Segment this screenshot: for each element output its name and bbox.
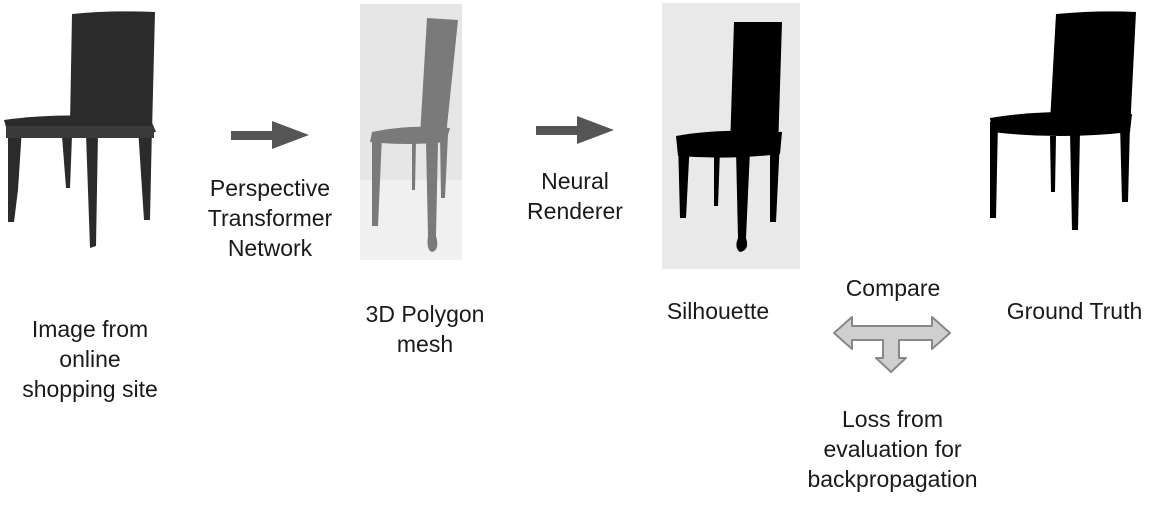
chair-photo-icon: [4, 11, 156, 248]
chair-ground-truth-icon: [990, 11, 1136, 230]
mesh-label: 3D Polygon mesh: [365, 301, 485, 357]
silhouette-label: Silhouette: [666, 298, 770, 324]
chair-mesh-icon: [360, 4, 462, 260]
compare-label: Compare: [845, 275, 941, 301]
loss-label: Loss from evaluation for backpropagation: [807, 406, 978, 492]
arrow-right-icon: [231, 121, 309, 149]
arrow-right-icon: [536, 116, 614, 144]
ground-truth-label: Ground Truth: [1006, 298, 1143, 324]
source-image-label: Image from online shopping site: [22, 316, 158, 402]
compare-arrow-icon: [833, 316, 951, 373]
stage1-label: Perspective Transformer Network: [207, 175, 333, 261]
chair-silhouette-icon: [662, 3, 800, 269]
stage2-label: Neural Renderer: [527, 168, 623, 224]
